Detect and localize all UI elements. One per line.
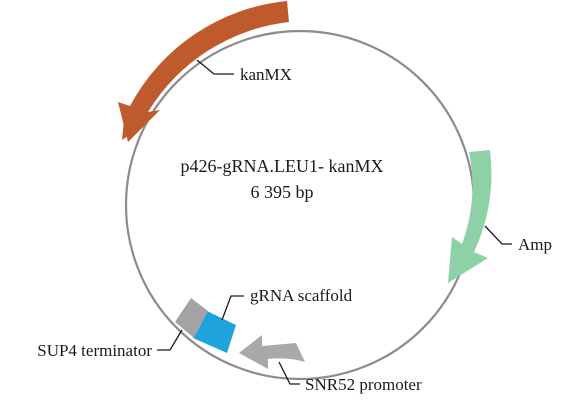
leader-line-scaffold: [221, 295, 244, 321]
leader-line-kanmx: [196, 59, 234, 75]
feature-label-amp: Amp: [518, 235, 552, 254]
leader-line-snr52: [278, 361, 300, 385]
feature-label-scaffold: gRNA scaffold: [250, 286, 353, 305]
feature-arrow-amp: [448, 150, 492, 283]
leader-line-sup4: [157, 329, 183, 351]
plasmid-backbone: [124, 29, 476, 381]
plasmid-size: 6 395 bp: [251, 182, 314, 202]
feature-label-kanmx: kanMX: [240, 65, 292, 84]
feature-arrow-snr52: [239, 335, 305, 369]
feature-label-snr52: SNR52 promoter: [305, 375, 422, 394]
feature-arrow-kanmx-body: [118, 1, 289, 142]
feature-block-scaffold: [193, 311, 236, 353]
leader-line-amp: [484, 225, 512, 245]
feature-block-sup4: [175, 298, 208, 338]
feature-label-sup4: SUP4 terminator: [37, 341, 152, 360]
plasmid-name: p426-gRNA.LEU1- kanMX: [181, 156, 384, 176]
